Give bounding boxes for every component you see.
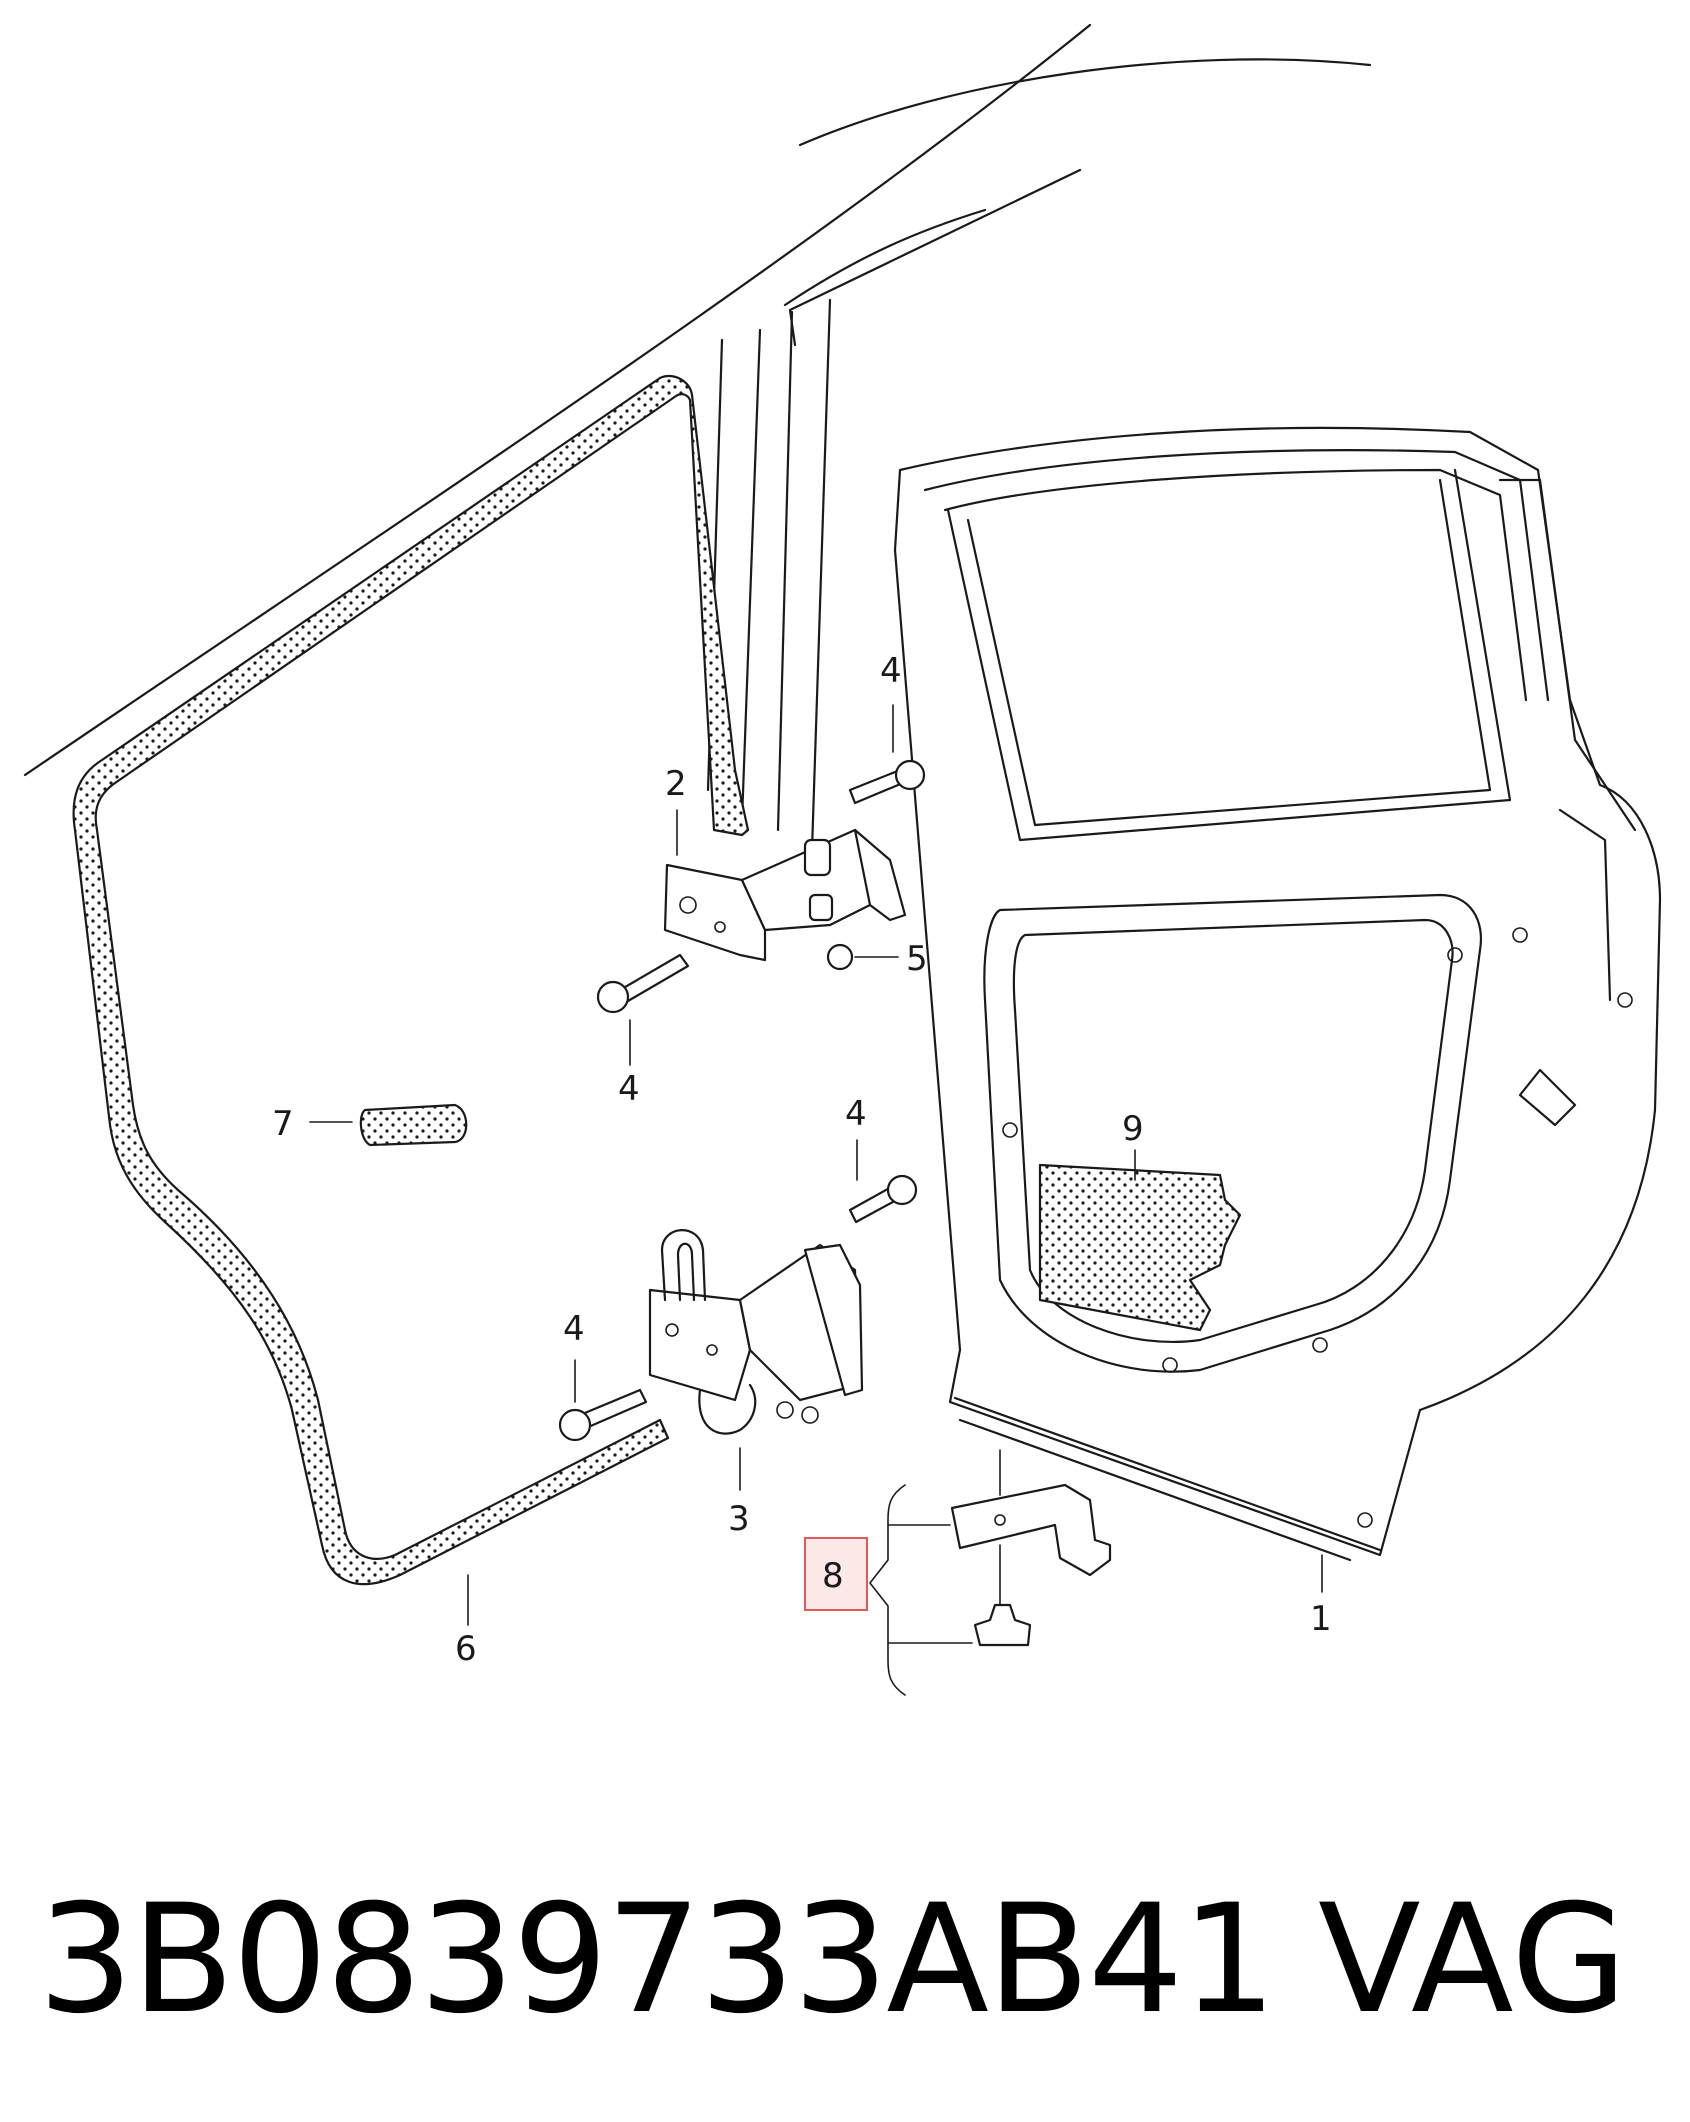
bolt-lower-left [558,1388,648,1442]
bolt-lower-right [848,1174,918,1224]
grommet [359,1103,468,1147]
door-seal [72,374,750,1586]
sound-insulation [1038,1163,1242,1332]
callouts: 1 2 3 4 4 4 4 5 6 7 8 9 [272,651,1332,1669]
callout-4-c: 4 [845,1094,867,1134]
callout-4-a: 4 [880,651,902,691]
nut [826,943,854,971]
callout-5: 5 [906,939,928,979]
callout-6: 6 [455,1629,477,1669]
brand-label: VAG [1318,1873,1628,2047]
callout-4-b: 4 [618,1069,640,1109]
body-roof-outline [23,23,1372,777]
part-footer: 3B0839733AB41 VAG [0,1860,1690,2060]
bolt-upper-left [596,953,690,1014]
callout-8: 8 [822,1556,844,1596]
lower-hinge [648,1229,864,1435]
bolt-upper-right [848,759,926,805]
callout-2: 2 [665,764,687,804]
part-number: 3B0839733AB41 [38,1873,1277,2047]
callout-1: 1 [1310,1599,1332,1639]
bracket-clip [973,1603,1032,1647]
callout-9: 9 [1122,1109,1144,1149]
rear-door [893,426,1662,1562]
callout-3: 3 [728,1499,750,1539]
door-bracket [950,1483,1112,1577]
upper-hinge [663,828,907,962]
callout-4-d: 4 [563,1309,585,1349]
callout-8-highlight [804,1537,868,1611]
b-pillar-outline [706,298,832,852]
callout-7: 7 [272,1104,294,1144]
leader-lines [309,704,1323,1696]
